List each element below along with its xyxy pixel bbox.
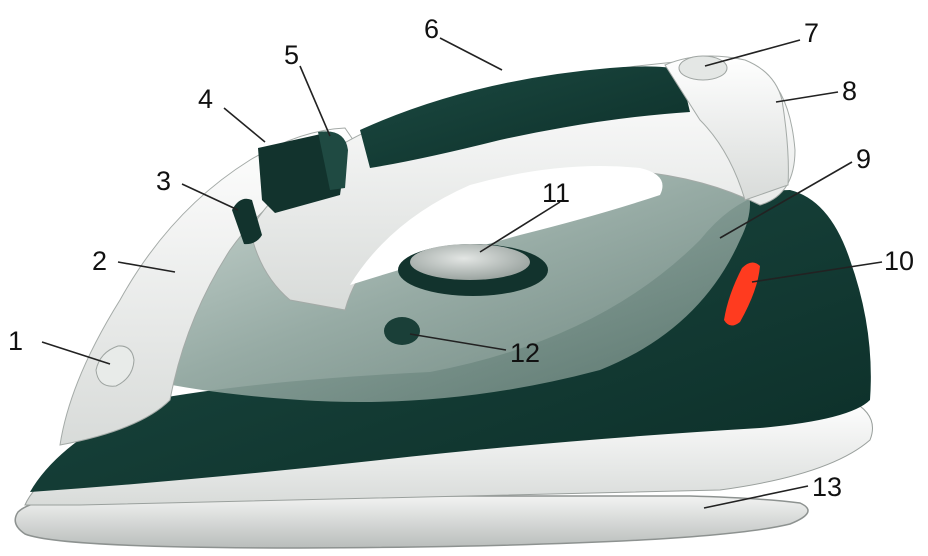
callout-11: 11 bbox=[542, 178, 570, 208]
leader-12 bbox=[409, 333, 507, 351]
callout-5: 5 bbox=[284, 40, 299, 70]
leader-5 bbox=[299, 65, 331, 137]
callout-9: 9 bbox=[856, 144, 871, 174]
leader-8 bbox=[775, 91, 839, 103]
callout-13: 13 bbox=[812, 472, 842, 502]
indicator-light bbox=[724, 262, 760, 326]
burst-button-cap bbox=[318, 131, 348, 190]
top-rear-button bbox=[678, 55, 728, 81]
callout-6: 6 bbox=[424, 14, 439, 44]
soleplate bbox=[14, 495, 809, 549]
callout-12: 12 bbox=[510, 338, 540, 368]
rear-cap bbox=[664, 55, 789, 201]
callout-8: 8 bbox=[842, 76, 857, 106]
leader-7 bbox=[704, 39, 801, 67]
leader-2 bbox=[117, 261, 176, 273]
self-clean-knob bbox=[384, 317, 420, 345]
leader-4 bbox=[223, 107, 266, 143]
handle-grip bbox=[360, 66, 690, 168]
leader-11 bbox=[479, 201, 561, 253]
dial-knob bbox=[410, 244, 530, 280]
leader-9 bbox=[719, 161, 853, 239]
callout-4: 4 bbox=[198, 84, 213, 114]
spray-nozzle bbox=[95, 345, 135, 387]
spray-button bbox=[232, 198, 262, 245]
callout-3: 3 bbox=[156, 166, 171, 196]
leader-6 bbox=[439, 37, 503, 71]
callout-10: 10 bbox=[884, 246, 914, 276]
leader-3 bbox=[181, 183, 239, 211]
leader-1 bbox=[41, 341, 111, 365]
dark-body bbox=[30, 190, 871, 492]
callout-1: 1 bbox=[8, 326, 23, 356]
leader-lines bbox=[41, 37, 883, 509]
callout-labels: 1 2 3 4 5 6 7 8 9 10 11 12 13 bbox=[8, 14, 914, 502]
callout-7: 7 bbox=[804, 18, 819, 48]
leader-13 bbox=[703, 485, 809, 509]
leader-10 bbox=[751, 261, 883, 283]
callout-2: 2 bbox=[92, 246, 107, 276]
